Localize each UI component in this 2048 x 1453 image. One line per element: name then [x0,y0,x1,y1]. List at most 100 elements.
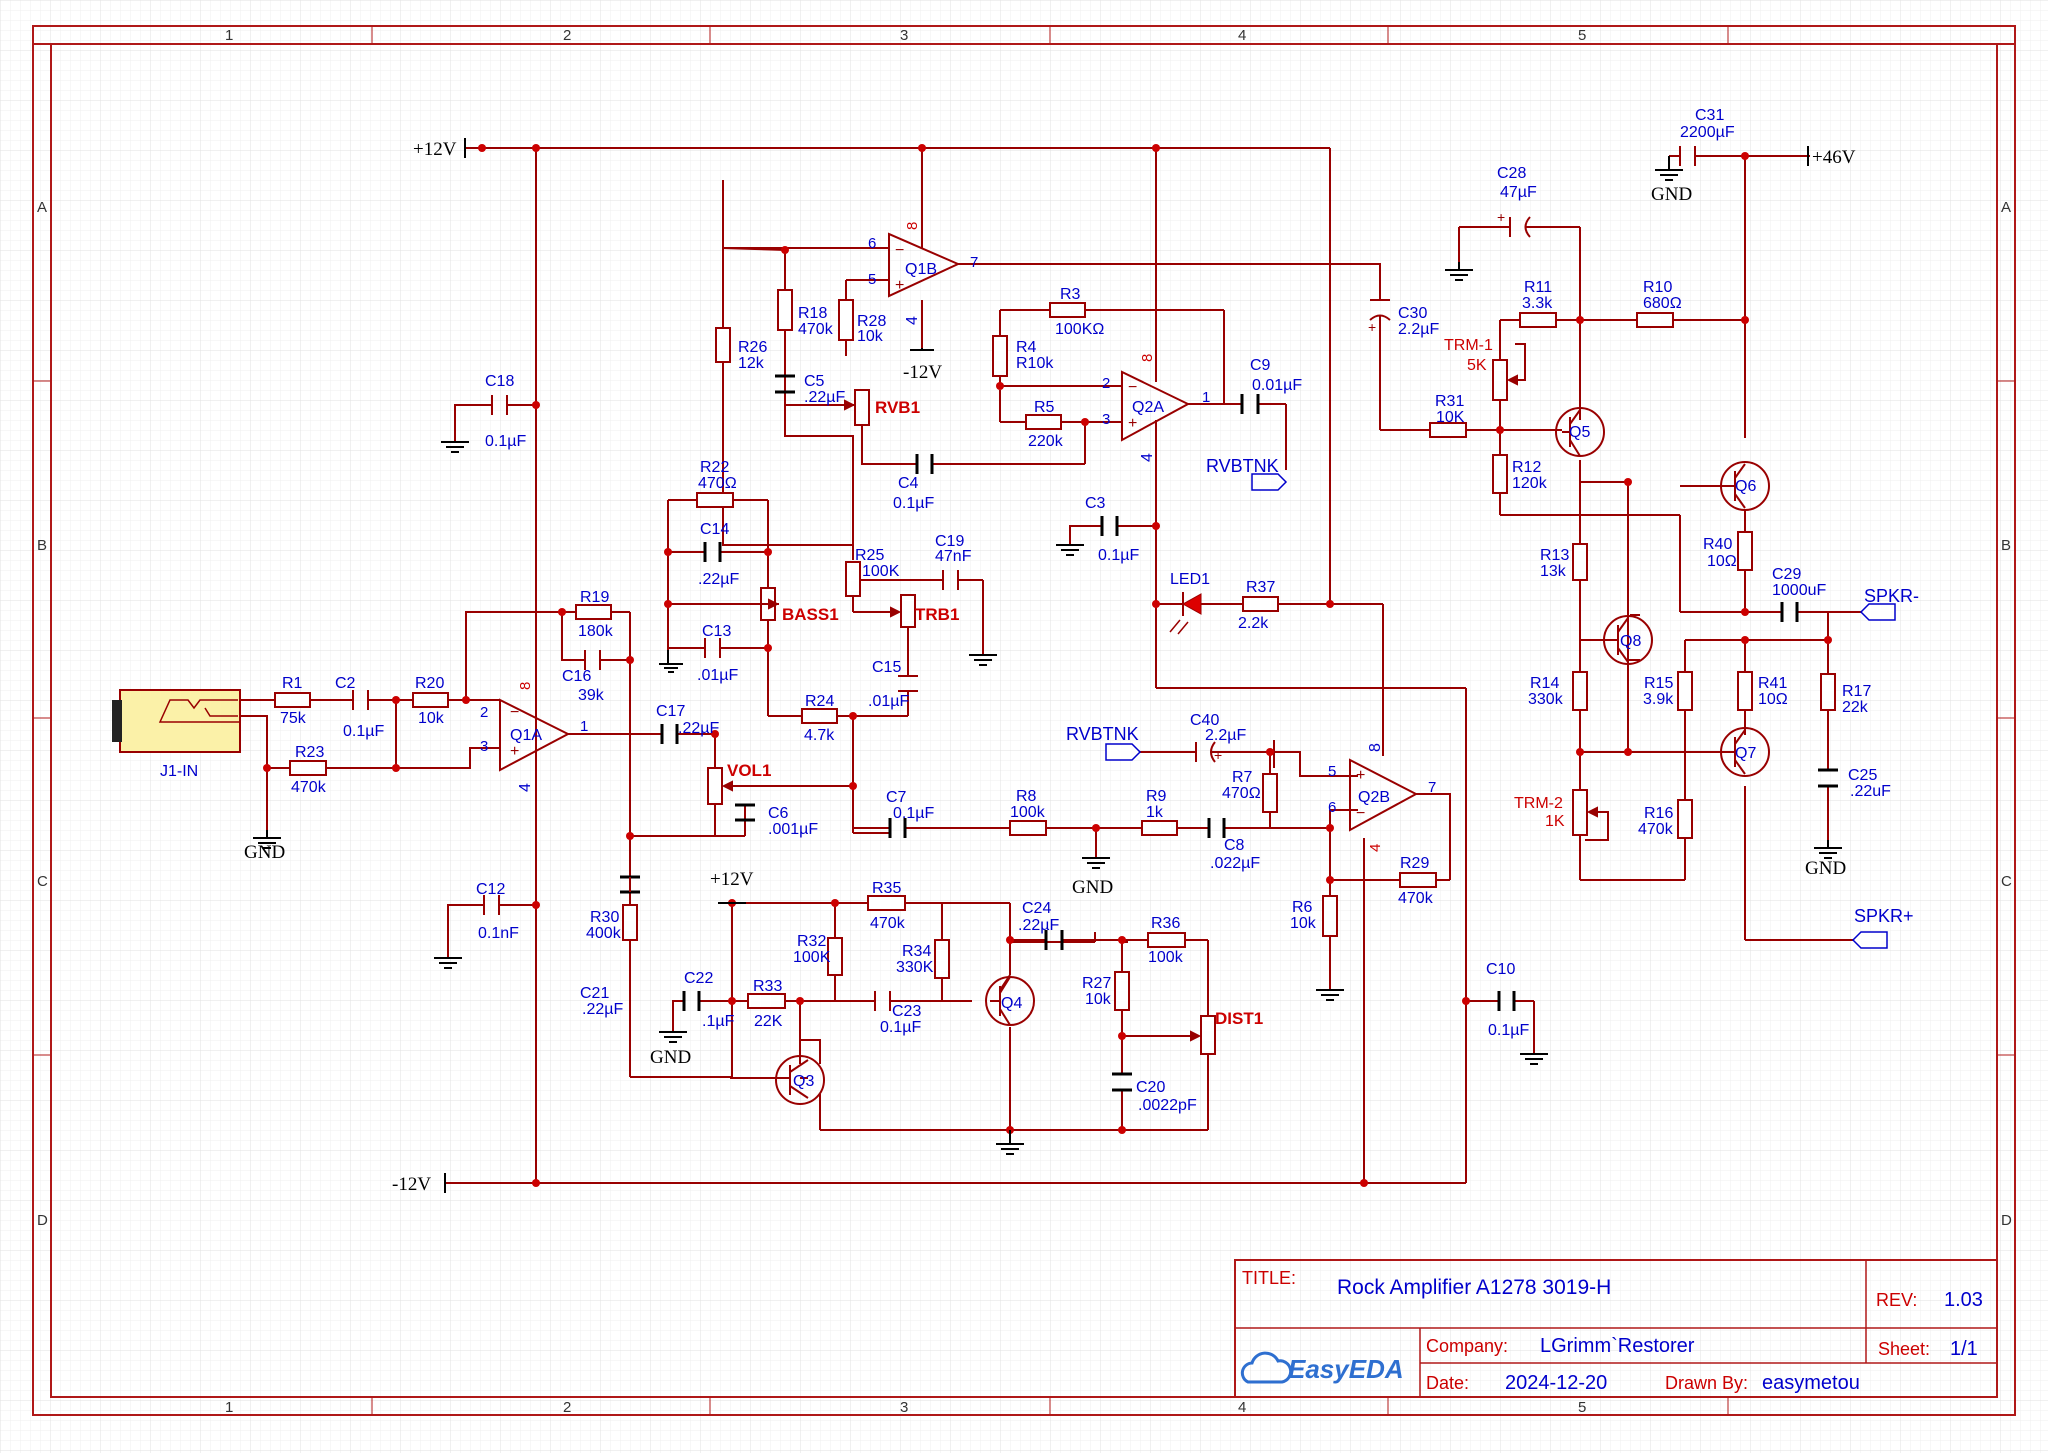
label-gnd-r17: GND [1805,858,1846,879]
r40-value-label: 10Ω [1707,553,1737,570]
zone-row-b-right: B [2001,537,2011,554]
svg-text:+: + [1356,767,1365,784]
r20-value-label: 10k [418,710,445,727]
pins-q2a-v4: 4 [1139,453,1156,462]
c20-value-label: .0022pF [1138,1097,1197,1114]
pins-q1a-non: 3 [480,738,488,755]
c14-ref-label: C14 [700,521,729,538]
pins-q1b-v4: 4 [904,316,921,325]
c20-ref-label: C20 [1136,1079,1165,1096]
q3-ref-label: Q3 [793,1073,814,1090]
net-spkr-plus: SPKR+ [1854,906,1914,926]
rvb1-ref-label: RVB1 [875,398,920,417]
label-gnd-q3: GND [650,1047,691,1068]
power-flags: +12V -12V -12V +12V +46V GND GND GND GND… [244,138,1856,1195]
r12-value-label: 120k [1512,475,1548,492]
r31-ref-label: R31 [1435,393,1464,410]
j1-input-jack: J1-IN [112,689,241,780]
r10-ref-label: R10 [1643,279,1672,296]
r40-ref-label: R40 [1703,536,1732,553]
opamp-q1b[interactable]: Q1B 6 5 7 8 4 − + [868,222,978,325]
zone-col-5-bottom: 5 [1578,1399,1586,1416]
svg-text:J1-IN: J1-IN [160,763,198,780]
c8-value-label: .022µF [1210,855,1260,872]
c25-value-label: .22uF [1850,783,1891,800]
potentiometers[interactable] [707,359,1588,1055]
r29-ref-label: R29 [1400,855,1429,872]
svg-text:+: + [895,277,904,294]
c19-value-label: 47nF [935,548,972,565]
c24-ref-label: C24 [1022,900,1051,917]
c29-value-label: 1000uF [1772,582,1826,599]
r15-value-label: 3.9k [1643,691,1674,708]
trm1-ref-label: TRM-1 [1444,337,1493,354]
r16-value-label: 470k [1638,821,1674,838]
r22-ref-label: R22 [700,459,729,476]
r14-ref-label: R14 [1530,675,1559,692]
r25-ref-label: R25 [855,547,884,564]
pins-q1a-v4: 4 [517,783,534,792]
date-label: Date: [1426,1373,1469,1393]
ground-symbols [253,156,1842,1155]
r11-value-label: 3.3k [1522,295,1553,312]
r17-value-label: 22k [1842,699,1869,716]
svg-text:+: + [1368,319,1376,335]
opamp-q2b[interactable]: Q2B 5 6 7 8 4 + − [1328,743,1436,852]
pins-q2b-non: 5 [1328,763,1336,780]
easyeda-logo: EasyEDA [1240,1351,1404,1384]
svg-text:+: + [1214,747,1222,763]
resistors [274,289,1836,1011]
trm1-value-label: 5K [1467,357,1487,374]
c7-value-label: 0.1µF [893,805,934,822]
zone-row-d-left: D [37,1212,48,1229]
c10-value-label: 0.1µF [1488,1022,1529,1039]
opamp-q1a[interactable]: Q1A 2 3 1 8 4 − + [480,682,588,792]
c14-value-label: .22µF [698,571,739,588]
zone-col-5-top: 5 [1578,27,1586,44]
r5-value-label: 220k [1028,433,1064,450]
label-gnd-c31: GND [1651,184,1692,205]
label-plus46v: +46V [1812,147,1856,168]
c15-value-label: .01µF [868,693,909,710]
led1-ref-label: LED1 [1170,571,1210,588]
c5-ref-label: C5 [804,373,825,390]
r30-value-label: 400k [586,925,622,942]
r28-ref-label: R28 [857,313,886,330]
c21-value-label: .22µF [582,1001,623,1018]
zone-row-a-left: A [37,199,47,216]
r7-ref-label: R7 [1232,769,1253,786]
drawn-by-label: Drawn By: [1665,1373,1748,1393]
c15-ref-label: C15 [872,659,901,676]
r27-value-label: 10k [1085,991,1112,1008]
r5-ref-label: R5 [1034,399,1055,416]
c17-value-label: .22µF [678,720,719,737]
c40-ref-label: C40 [1190,712,1219,729]
zone-col-3-bottom: 3 [900,1399,908,1416]
c18-ref-label: C18 [485,373,514,390]
r35-ref-label: R35 [872,880,901,897]
svg-text:+: + [510,743,519,760]
c21-ref-label: C21 [580,985,609,1002]
transistors [730,407,1770,1105]
opamp-q2a[interactable]: Q2A 2 3 1 8 4 − + [1102,354,1210,462]
r41-ref-label: R41 [1758,675,1787,692]
r33-ref-label: R33 [753,978,782,995]
svg-text:+: + [1128,415,1137,432]
pot-wipers [721,374,1598,1042]
c18-value-label: 0.1µF [485,433,526,450]
label-plus12v-q3: +12V [710,869,754,890]
svg-text:−: − [1128,379,1137,396]
r31-value-label: 10K [1436,409,1465,426]
sheet-label: Sheet: [1878,1339,1930,1359]
pins-q2a-v8: 8 [1139,354,1156,362]
label-gnd-j1: GND [244,842,285,863]
pins-q1a-inv: 2 [480,704,488,721]
r6-value-label: 10k [1290,915,1317,932]
label-minus12v-q1b: -12V [903,362,942,383]
svg-text:−: − [1356,805,1365,822]
c6-ref-label: C6 [768,805,789,822]
r27-ref-label: R27 [1082,975,1111,992]
c23-ref-label: C23 [892,1003,921,1020]
